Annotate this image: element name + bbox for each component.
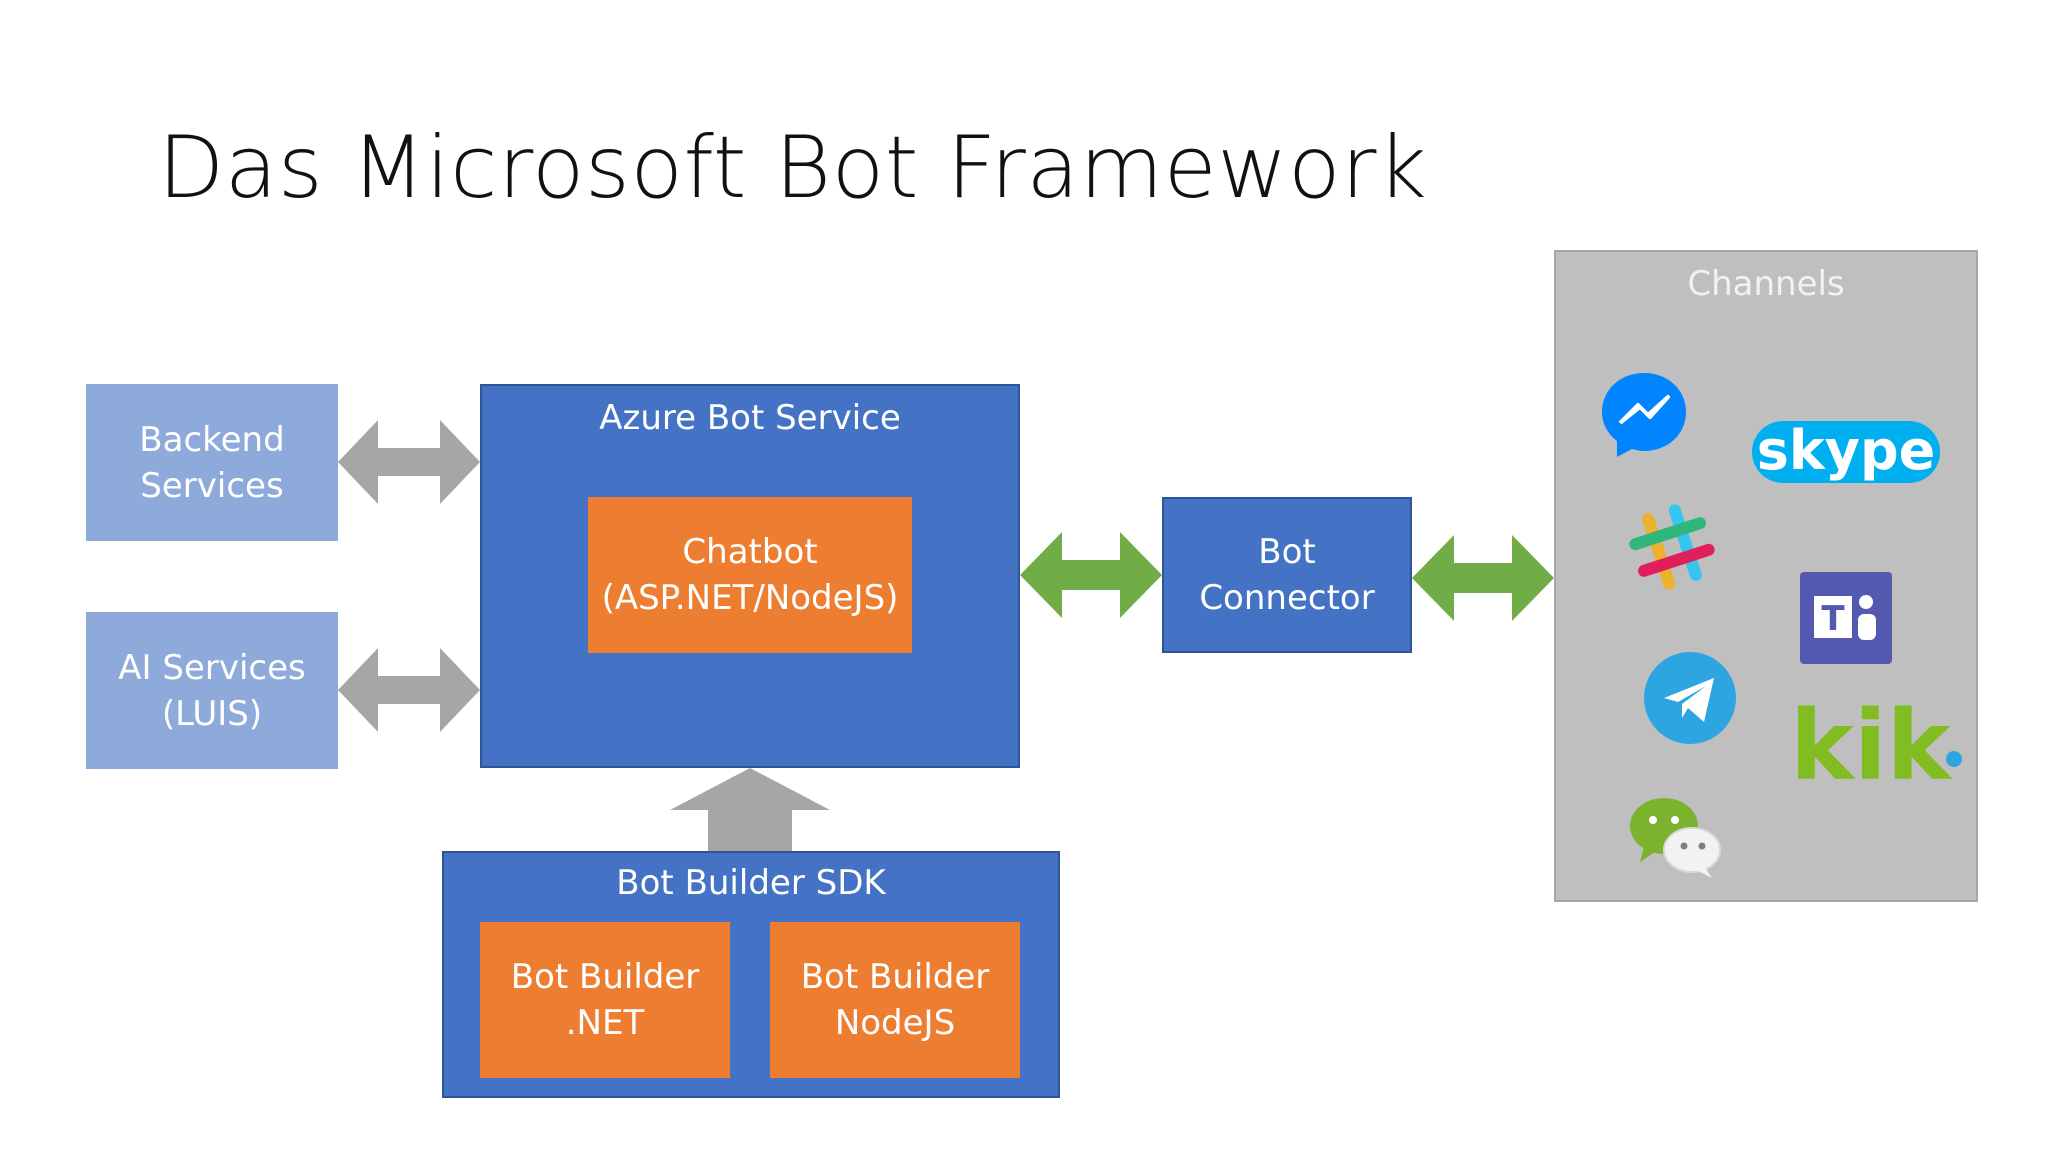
chatbot-label: Chatbot (ASP.NET/NodeJS) [601,532,899,618]
slack-icon [1629,504,1715,590]
arrow-sdk-azure [670,768,830,851]
arrow-connector-channels [1412,535,1554,621]
bot-builder-net-box: Bot Builder .NET [480,922,730,1078]
bot-builder-sdk-label: Bot Builder SDK [616,863,886,903]
ai-services-label: AI Services (LUIS) [118,647,306,734]
arrow-backend-azure [338,420,480,504]
bot-connector-label: Bot Connector [1199,532,1375,618]
backend-services-box: Backend Services [86,384,338,541]
arrow-ai-azure [338,648,480,732]
page-title: Das Microsoft Bot Framework [158,118,1428,218]
bot-connector-box: Bot Connector [1162,497,1412,653]
arrow-azure-connector [1020,532,1162,618]
bot-builder-nodejs-box: Bot Builder NodeJS [770,922,1020,1078]
backend-services-label: Backend Services [139,419,285,506]
kik-icon: kik [1790,697,1962,797]
skype-icon: skype [1752,419,1940,483]
channels-panel: Channels skype T kik [1554,250,1978,902]
wechat-icon [1630,798,1721,878]
teams-letter: T [1821,599,1845,639]
telegram-icon [1644,652,1736,744]
teams-icon: T [1800,572,1892,664]
kik-text: kik [1790,697,1953,797]
channels-label: Channels [1687,264,1845,304]
azure-bot-service-label: Azure Bot Service [599,398,901,438]
skype-text: skype [1757,419,1936,482]
bot-builder-net-label: Bot Builder .NET [510,957,700,1043]
bot-builder-nodejs-label: Bot Builder NodeJS [800,957,990,1043]
ai-services-box: AI Services (LUIS) [86,612,338,769]
chatbot-box: Chatbot (ASP.NET/NodeJS) [588,497,912,653]
messenger-icon [1602,373,1686,457]
